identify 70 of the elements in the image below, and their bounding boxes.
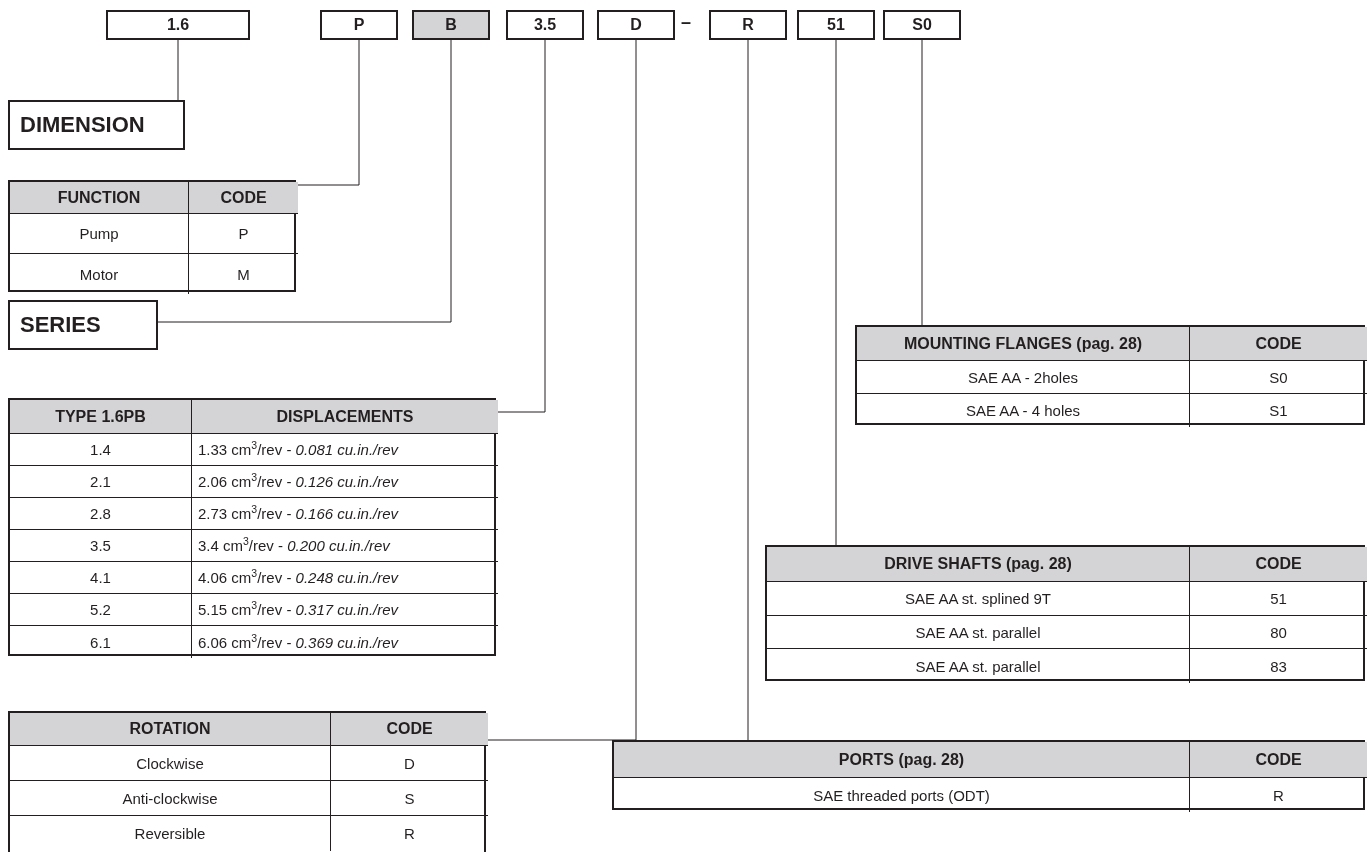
code-segment: B: [412, 10, 490, 40]
column-header: DRIVE SHAFTS (pag. 28): [884, 555, 1072, 573]
column-header: CODE: [1255, 555, 1302, 573]
table-entry: R: [1273, 786, 1284, 804]
column-header: ROTATION: [129, 720, 211, 738]
table-entry: 5.15 cm$^{3}$/rev - 0.317 cu.in./rev: [198, 601, 399, 618]
separator-dash: –: [681, 12, 691, 33]
column-header: MOUNTING FLANGES (pag. 28): [903, 334, 1143, 353]
table-entry: SAE AA st. parallel: [915, 623, 1041, 641]
column-header: PORTS (pag. 28): [838, 750, 965, 769]
leader-line: [747, 39, 749, 741]
code-segment: 3.5: [506, 10, 584, 40]
table-entry: SAE AA st. splined 9T: [905, 590, 1051, 607]
column-header: CODE: [1255, 334, 1302, 353]
table-entry: 6.1: [90, 633, 111, 651]
leader-line: [177, 39, 179, 101]
column-header: TYPE 1.6PB: [55, 407, 146, 426]
table-entry: P: [238, 225, 249, 242]
table-entry: Reversible: [134, 825, 206, 842]
table-entry: 2.1: [90, 473, 111, 490]
code-segment: 1.6: [106, 10, 250, 40]
table-entry: 2.73 cm$^{3}$/rev - 0.166 cu.in./rev: [198, 505, 399, 522]
code-table: [612, 740, 1365, 810]
table-entry: 51: [1270, 590, 1287, 607]
table-entry: 83: [1270, 657, 1287, 675]
table-entry: Clockwise: [136, 754, 204, 772]
code-segment: D: [597, 10, 675, 40]
table-entry: 2.8: [90, 505, 111, 522]
code-segment: P: [320, 10, 398, 40]
leader-line: [835, 39, 837, 546]
table-entry: 5.2: [90, 601, 111, 618]
code-segment: R: [709, 10, 787, 40]
table-entry: SAE AA st. parallel: [915, 657, 1041, 675]
table-entry: SAE AA - 2holes: [967, 368, 1079, 386]
section-heading: DIMENSION: [8, 100, 185, 150]
table-entry: S0: [1269, 368, 1288, 386]
table-entry: Pump: [79, 225, 119, 242]
code-table: [855, 325, 1365, 425]
table-entry: SAE threaded ports (ODT): [813, 786, 990, 804]
leader-line: [157, 39, 452, 323]
section-heading: SERIES: [8, 300, 158, 350]
table-entry: R: [404, 825, 415, 842]
table-entry: 1.33 cm$^{3}$/rev - 0.081 cu.in./rev: [198, 441, 399, 458]
column-header: CODE: [220, 188, 267, 207]
table-entry: 4.06 cm$^{3}$/rev - 0.248 cu.in./rev: [198, 569, 399, 586]
column-header: CODE: [1255, 750, 1302, 769]
table-entry: M: [237, 265, 250, 283]
table-entry: 80: [1270, 623, 1287, 641]
table-entry: 3.5: [90, 537, 111, 554]
code-table: [765, 545, 1365, 681]
table-entry: S1: [1269, 402, 1288, 419]
code-table: [8, 398, 496, 656]
leader-line: [921, 39, 923, 326]
code-segment: 51: [797, 10, 875, 40]
table-entry: 4.1: [90, 569, 111, 586]
table-entry: 1.4: [90, 441, 111, 458]
code-segment: S0: [883, 10, 961, 40]
table-entry: 6.06 cm$^{3}$/rev - 0.369 cu.in./rev: [198, 633, 399, 651]
table-entry: 2.06 cm$^{3}$/rev - 0.126 cu.in./rev: [198, 473, 399, 490]
table-entry: Motor: [79, 265, 119, 283]
column-header: FUNCTION: [57, 188, 141, 207]
code-table: [8, 180, 296, 292]
table-entry: D: [404, 754, 415, 772]
column-header: CODE: [386, 720, 433, 738]
table-entry: Anti-clockwise: [122, 789, 218, 807]
column-header: DISPLACEMENTS: [276, 407, 414, 426]
code-table: [8, 711, 486, 852]
table-entry: SAE AA - 4 holes: [965, 402, 1081, 419]
table-entry: S: [404, 789, 415, 807]
table-entry: 3.4 cm$^{3}$/rev - 0.200 cu.in./rev: [198, 537, 390, 554]
